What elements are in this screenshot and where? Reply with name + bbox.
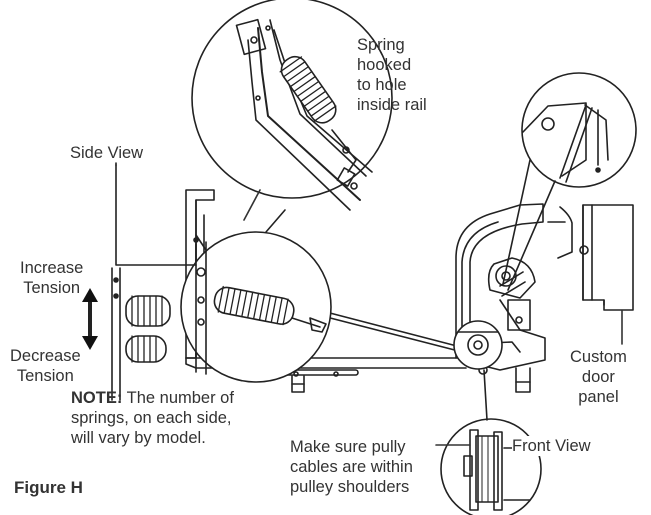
spring-hooked-label: Spring hooked to hole inside rail <box>357 36 427 114</box>
increase-tension-label: Increase Tension <box>20 259 84 297</box>
make-sure-label: Make sure pully cables are within pulley… <box>290 438 413 496</box>
custom-door-panel <box>547 204 634 311</box>
front-view-label: Front View <box>512 436 591 456</box>
side-view-label: Side View <box>70 144 144 162</box>
top-detail-circle <box>191 0 393 221</box>
note-bold: NOTE: <box>71 389 123 407</box>
decrease-tension-label: Decrease Tension <box>10 347 81 385</box>
topright-detail-circle <box>502 72 637 291</box>
tension-detail <box>82 267 171 401</box>
side-view-leader <box>115 162 197 266</box>
note-label: NOTE: The number of springs, on each sid… <box>71 389 234 447</box>
main-spring-cable <box>302 305 481 357</box>
middle-detail-circle <box>180 209 332 383</box>
frontview-detail-circle <box>440 320 542 515</box>
figure-label: Figure H <box>14 478 83 497</box>
custom-door-panel-label: Custom door panel <box>570 348 627 406</box>
